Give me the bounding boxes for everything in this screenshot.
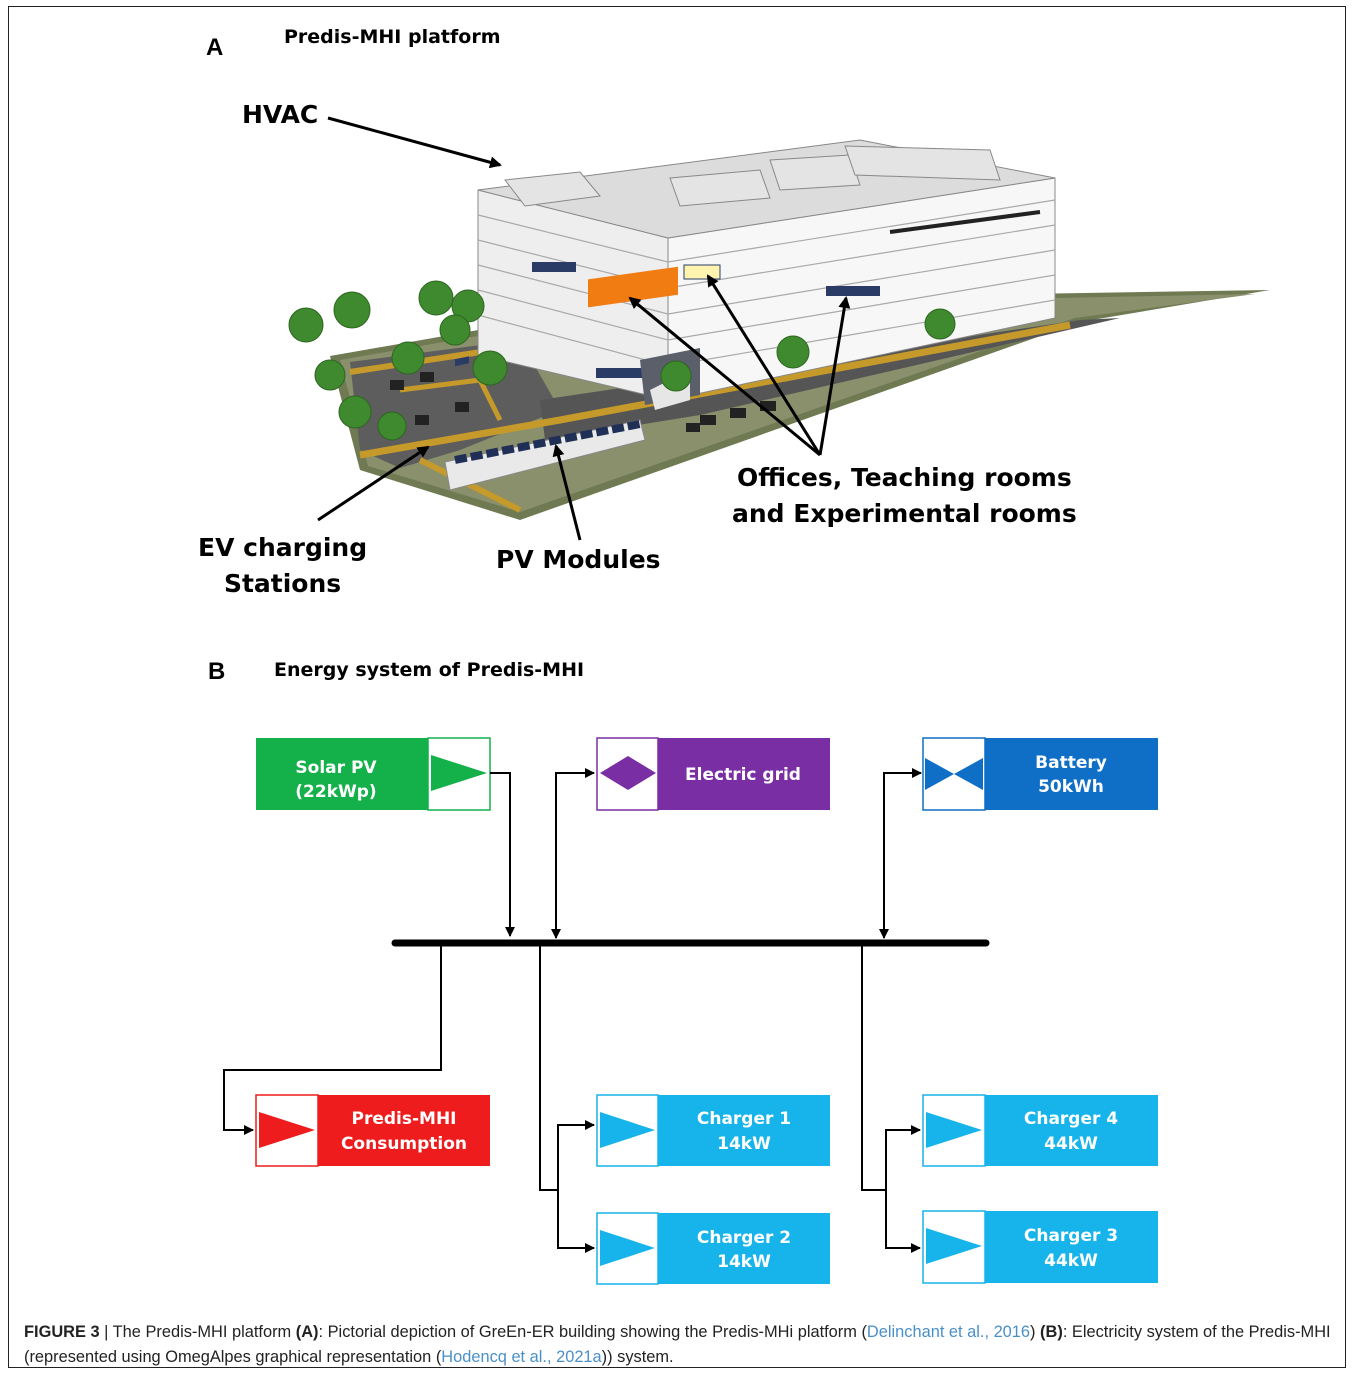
offices-label-line2: and Experimental rooms (732, 499, 1077, 528)
battery-storage-icon (925, 758, 954, 790)
building-illustration (288, 116, 1270, 541)
caption-text-2: : Pictorial depiction of GreEn-ER buildi… (318, 1323, 867, 1341)
caption-panel-a: (A) (295, 1323, 319, 1341)
caption-reference-1[interactable]: Delinchant et al., 2016 (866, 1323, 1031, 1341)
charger4-label-line2: 44kW (1044, 1134, 1098, 1154)
charger3-triangle-icon (926, 1228, 982, 1264)
charger2-label-line2: 14kW (717, 1252, 771, 1272)
figure-frame (8, 6, 1346, 1368)
offices-arrow-3 (818, 296, 851, 456)
caption-text-3: ) (1030, 1323, 1041, 1341)
ev-arrow (317, 445, 430, 522)
consumption-label-line2: Consumption (341, 1134, 467, 1154)
consumption-unit: Predis-MHI Consumption (255, 1094, 490, 1167)
charger1-box (658, 1095, 830, 1166)
charger4-unit: Charger 4 44kW (922, 1094, 1158, 1167)
consumption-triangle-icon (259, 1112, 315, 1148)
caption-text-1: The Predis-MHI platform (112, 1323, 296, 1341)
battery-label-line2: 50kWh (1038, 777, 1104, 797)
electric-grid-diamond-icon (600, 756, 656, 790)
link-charger4 (885, 1125, 921, 1190)
link-bus-to-chargers-1-2 (539, 946, 558, 1191)
energy-system-diagram: Solar PV (22kWp) Electric grid Battery 5… (223, 737, 1158, 1285)
caption-figure-number: FIGURE 3 (24, 1323, 100, 1341)
charger3-box (985, 1211, 1158, 1283)
link-bus-to-chargers-3-4 (861, 946, 886, 1191)
ev-stations-label: EV charging Stations (198, 530, 367, 602)
charger1-unit: Charger 1 14kW (596, 1094, 830, 1167)
offices-arrow-2 (706, 274, 822, 456)
link-solar-to-bus (490, 772, 515, 937)
solar-pv-label-line2: (22kWp) (295, 782, 376, 802)
panel-b-letter: B (208, 658, 226, 685)
charger4-triangle-icon (926, 1112, 982, 1148)
battery-box (985, 738, 1158, 810)
electric-grid-label: Electric grid (685, 765, 801, 785)
hvac-arrow (327, 116, 502, 169)
link-charger1 (557, 1120, 595, 1190)
offices-label-line1: Offices, Teaching rooms (736, 463, 1072, 492)
charger4-label-line1: Charger 4 (1024, 1109, 1118, 1129)
charger3-label-line1: Charger 3 (1024, 1226, 1118, 1246)
link-bus-to-consumption (223, 946, 442, 1135)
caption-panel-b: (B) (1040, 1323, 1063, 1341)
electric-grid-unit: Electric grid (596, 737, 830, 811)
ev-label-line2: Stations (223, 569, 342, 598)
charger1-triangle-icon (600, 1112, 655, 1148)
consumption-box (318, 1095, 490, 1166)
panel-a-letter: A (206, 34, 224, 61)
consumption-label-line1: Predis-MHI (351, 1109, 456, 1129)
charger3-unit: Charger 3 44kW (922, 1210, 1158, 1284)
pv-modules-label: PV Modules (496, 545, 661, 574)
highlight-room-orange (588, 266, 678, 308)
charger2-triangle-icon (600, 1230, 655, 1266)
offices-label: Offices, Teaching rooms and Experimental… (732, 460, 1077, 532)
offices-arrow-1 (628, 296, 821, 457)
panel-b-title: Energy system of Predis-MHI (274, 659, 585, 681)
charger2-unit: Charger 2 14kW (596, 1212, 830, 1285)
charger1-label-line2: 14kW (717, 1134, 771, 1154)
charger2-label-line1: Charger 2 (697, 1228, 791, 1248)
panel-a-title: Predis-MHI platform (284, 26, 501, 48)
caption-separator: | (99, 1323, 113, 1341)
link-bus-to-grid (555, 768, 595, 936)
solar-pv-unit: Solar PV (22kWp) (256, 737, 491, 811)
pv-arrow (552, 444, 582, 541)
charger1-label-line1: Charger 1 (697, 1109, 791, 1129)
charger4-box (985, 1095, 1158, 1166)
ev-label-line1: EV charging (198, 533, 368, 562)
battery-unit: Battery 50kWh (922, 737, 1158, 811)
figure-caption: FIGURE 3 | The Predis-MHI platform (A): … (24, 1320, 1340, 1370)
solar-pv-box (256, 738, 428, 810)
caption-text-5: )) system. (601, 1348, 674, 1366)
battery-label-line1: Battery (1035, 753, 1107, 773)
charger2-box (658, 1213, 830, 1284)
caption-text-4: : Electricity system of the Predis-MHI (… (24, 1323, 1331, 1366)
link-bus-to-battery (883, 768, 922, 936)
electric-grid-box (658, 738, 830, 810)
link-charger3 (885, 1190, 921, 1253)
solar-pv-label-line1: Solar PV (295, 758, 377, 778)
link-charger2 (557, 1190, 595, 1253)
charger3-label-line2: 44kW (1044, 1251, 1098, 1271)
hvac-label: HVAC (242, 100, 319, 129)
solar-pv-triangle-icon (431, 755, 487, 791)
caption-reference-2[interactable]: Hodencq et al., 2021a (441, 1348, 602, 1366)
